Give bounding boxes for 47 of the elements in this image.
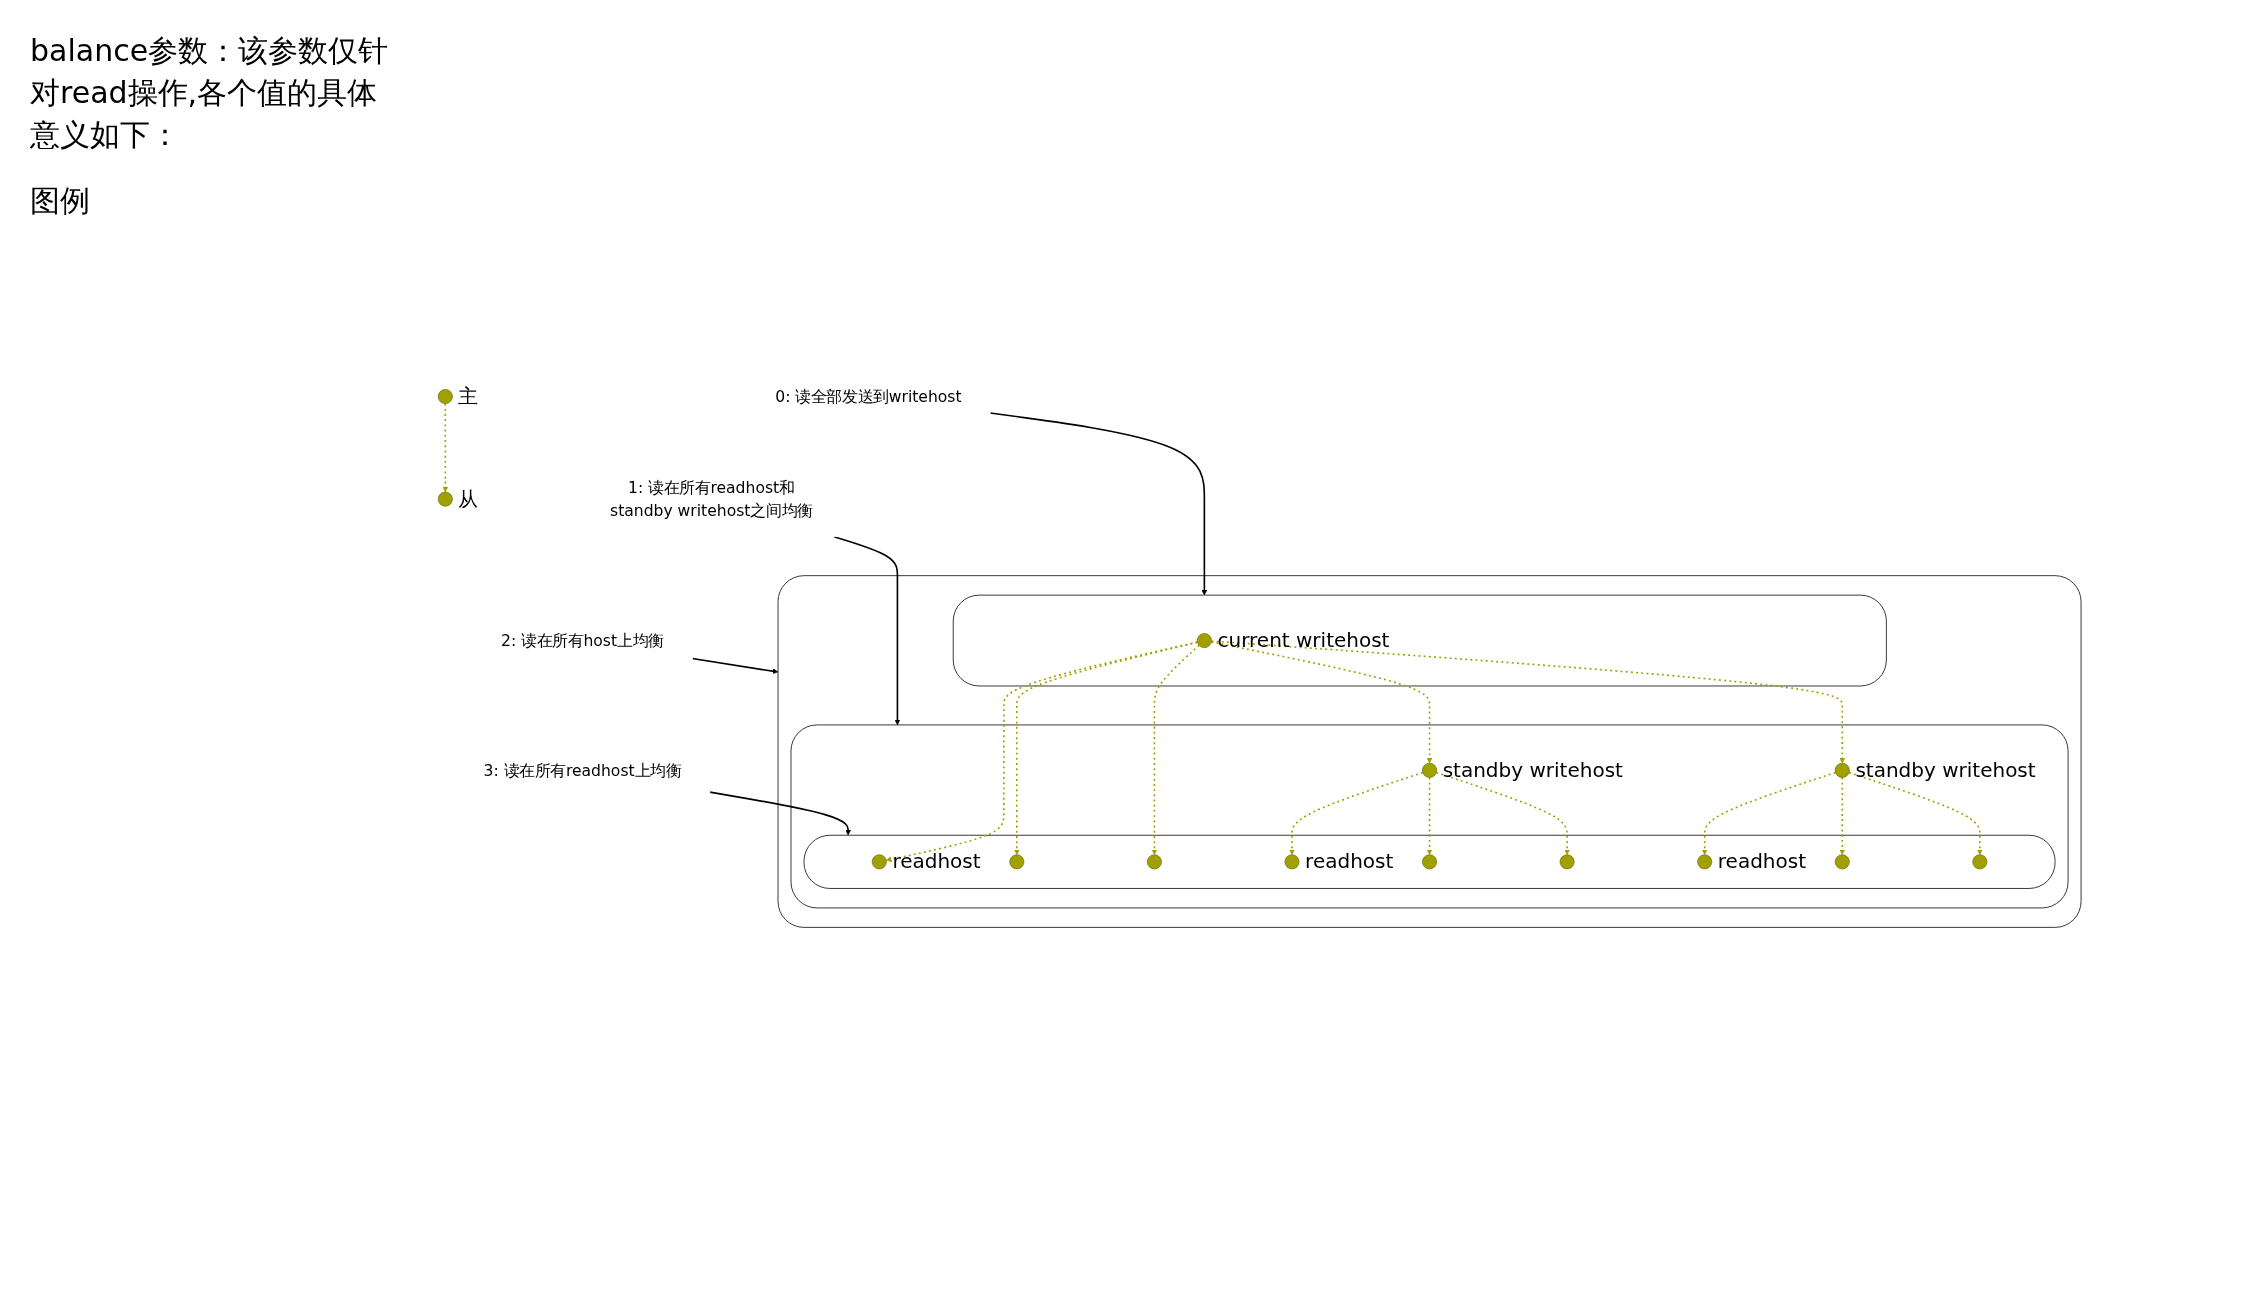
node-circle	[1146, 853, 1162, 869]
node-text: 0: 读全部发送到writehost	[775, 386, 962, 406]
arrow	[1701, 771, 1837, 855]
node-circle	[1559, 853, 1575, 869]
arrow	[1151, 644, 1200, 855]
arrow	[442, 402, 449, 492]
node-caption: standby writehost	[1442, 757, 1623, 782]
arrow	[989, 411, 1208, 595]
node-text: 3: 读在所有readhost上均衡	[483, 760, 682, 779]
node-circle	[1834, 762, 1850, 778]
arrow	[1210, 640, 1433, 763]
cluster	[790, 723, 2069, 908]
arrow	[1289, 771, 1424, 855]
arrow	[1210, 639, 1846, 763]
arrow	[691, 657, 779, 674]
note-text: 图例	[30, 182, 91, 220]
node-circle	[1972, 853, 1988, 869]
arrow	[1426, 776, 1433, 855]
node-caption: readhost	[1717, 849, 1807, 874]
arrow	[709, 790, 851, 835]
node-circle	[1284, 853, 1300, 869]
cluster	[952, 594, 1887, 686]
cluster	[777, 574, 2082, 928]
node-circle	[1834, 853, 1850, 869]
node-caption: 主	[458, 384, 479, 409]
node-circle	[1422, 853, 1437, 869]
node-caption: 从	[458, 486, 479, 511]
arrow	[833, 535, 901, 725]
node-circle	[1422, 762, 1437, 778]
arrow	[1839, 776, 1846, 855]
arrow	[1013, 640, 1199, 855]
node-circle	[1697, 853, 1713, 869]
node-circle	[1196, 632, 1212, 648]
node-circle	[437, 388, 453, 404]
node-circle	[437, 491, 453, 507]
node-caption: standby writehost	[1855, 757, 2036, 782]
arrow	[1848, 771, 1983, 855]
arrow	[885, 640, 1199, 862]
node-circle	[1009, 853, 1025, 869]
node-caption: current writehost	[1217, 628, 1390, 653]
node-text: 2: 读在所有host上均衡	[501, 630, 664, 650]
node-circle	[871, 853, 887, 869]
node-caption: readhost	[892, 849, 981, 874]
node-caption: readhost	[1305, 849, 1394, 874]
node-text: 1: 读在所有readhost和standby writehost之间均衡	[610, 477, 813, 520]
note-text: balance参数：该参数仅针对read操作,各个值的具体意义如下：	[30, 32, 390, 154]
arrow	[1435, 771, 1570, 855]
